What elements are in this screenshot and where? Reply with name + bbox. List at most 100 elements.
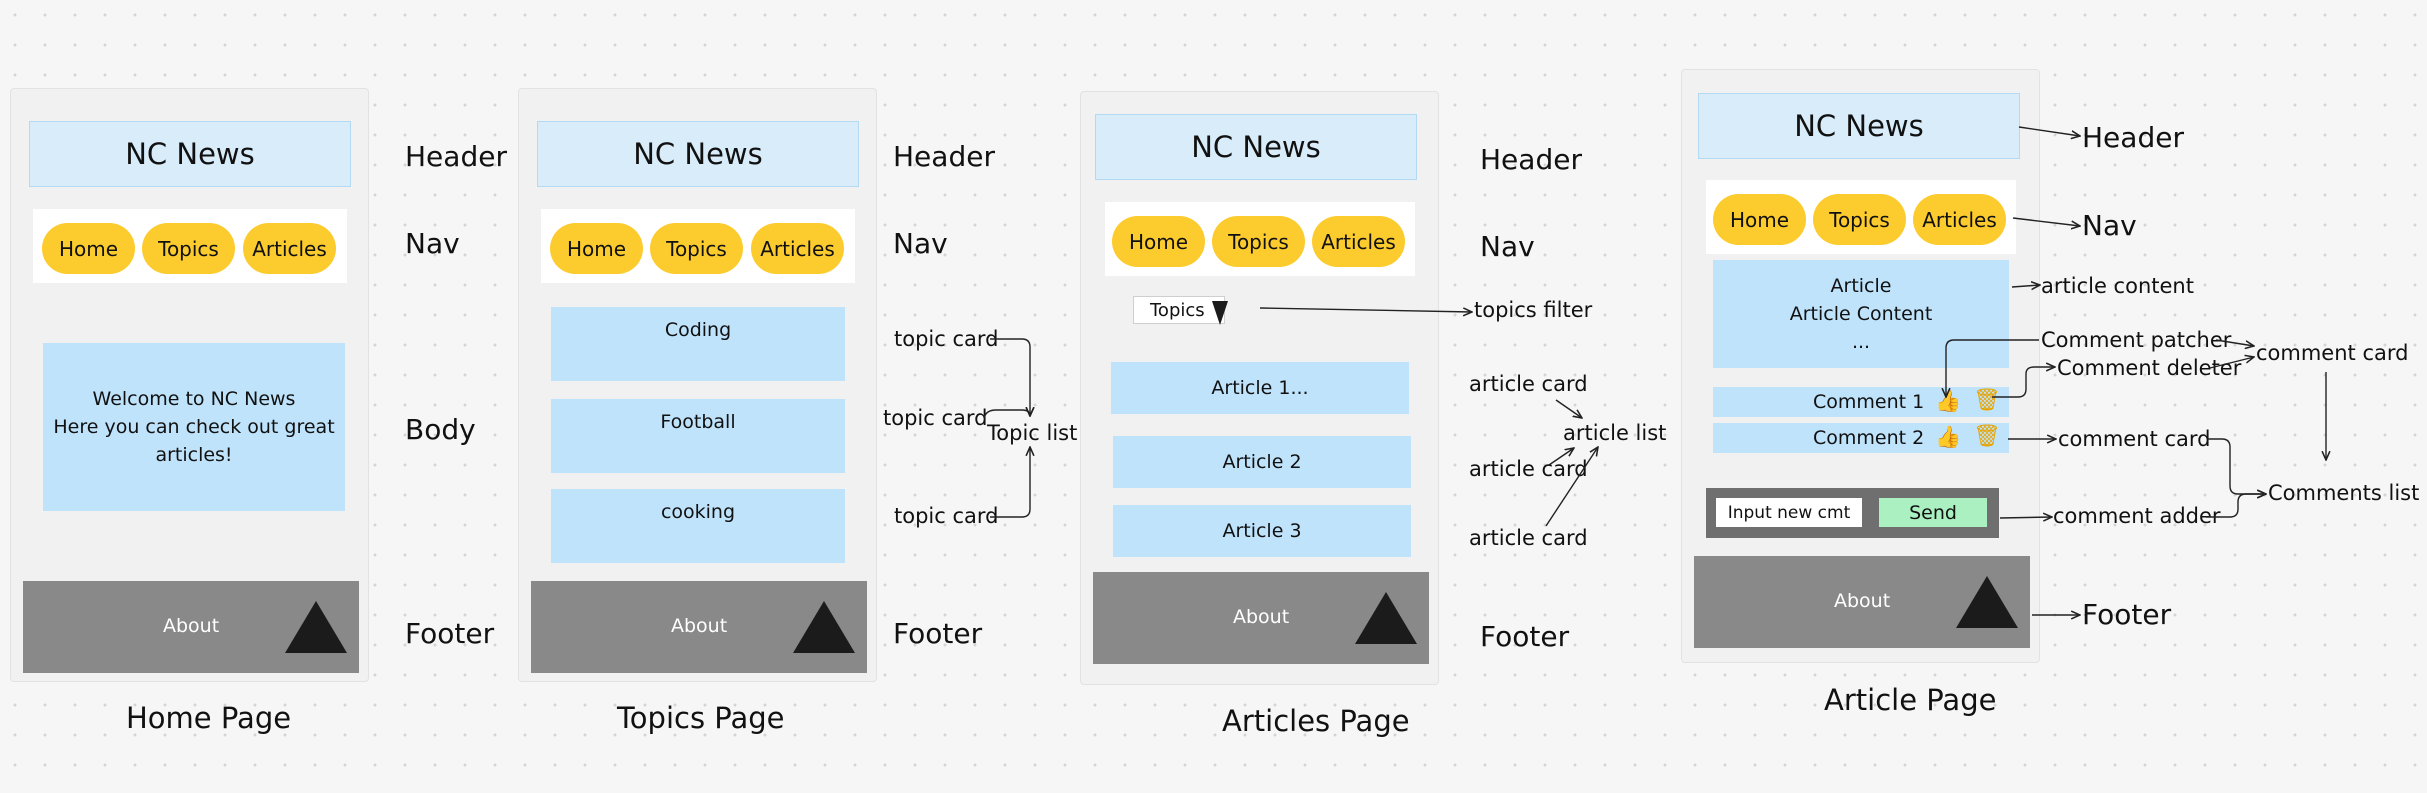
article-page-frame: NC News Home Topics Articles Article Art… [1681,69,2040,663]
arrow-header [2018,126,2080,136]
article-card-3[interactable]: Article 3 [1113,505,1411,557]
send-button[interactable]: Send [1879,498,1987,527]
topics-nav-articles-button[interactable]: Articles [751,223,844,274]
home-nav-topics-button[interactable]: Topics [142,223,235,274]
arrow-topic-card-3 [990,447,1030,518]
home-caption: Home Page [126,701,292,735]
topics-page-frame: NC News Home Topics Articles Coding Foot… [518,88,877,682]
topics-filter-dropdown[interactable]: Topics [1133,296,1228,325]
home-nav: Home Topics Articles [33,209,347,283]
arrow-deleter-to-card [2209,357,2254,369]
arrow-topic-card-2 [983,410,1030,419]
topics-header: NC News [537,121,859,187]
home-label-footer: Footer [405,617,495,650]
articles-footer-about-link[interactable]: About [1233,606,1290,628]
article-header: NC News [1698,93,2020,159]
comment-text-2: Comment 2 [1813,427,1925,449]
article-label-comment-card-top: comment card [2256,341,2409,365]
home-body-line-1: Welcome to NC News [92,388,296,410]
arrow-article-card-3 [1545,447,1598,527]
home-footer: About [23,581,359,673]
home-nav-articles-button[interactable]: Articles [243,223,336,274]
home-page-frame: NC News Home Topics Articles Welcome to … [10,88,369,682]
triangle-up-icon [1956,576,2018,628]
triangle-up-icon [793,601,855,653]
topic-card-cooking[interactable]: cooking [551,489,845,563]
article-content-ellipsis: ... [1851,331,1871,353]
article-nav-articles-button[interactable]: Articles [1913,194,2006,245]
arrow-article-card-1 [1555,399,1582,418]
topic-card-coding[interactable]: Coding [551,307,845,381]
topics-footer: About [531,581,867,673]
articles-label-topics-filter: topics filter [1474,298,1593,322]
articles-label-footer: Footer [1480,620,1570,653]
home-header: NC News [29,121,351,187]
arrow-topic-card-1 [990,338,1030,416]
topics-label-topic-list: Topic list [987,421,1078,445]
arrow-article-card-2 [1548,448,1574,466]
article-label-nav: Nav [2082,209,2137,242]
arrow-comment-adder [1999,517,2052,518]
article-nav-home-button[interactable]: Home [1713,194,1806,245]
new-comment-input[interactable]: Input new cmt [1716,498,1862,527]
article-label-article-content: article content [2041,274,2194,298]
home-label-nav: Nav [405,227,460,260]
articles-nav-articles-button[interactable]: Articles [1312,216,1405,267]
arrow-comment-deleter [1992,367,2055,398]
article-nav: Home Topics Articles [1706,180,2016,254]
article-nav-topics-button[interactable]: Topics [1813,194,1906,245]
triangle-down-icon [1212,301,1228,325]
home-body: Welcome to NC News Here you can check ou… [43,343,345,511]
article-card-1[interactable]: Article 1... [1111,362,1409,414]
article-card-2[interactable]: Article 2 [1113,436,1411,488]
home-label-header: Header [405,140,507,173]
article-label-comment-adder: comment adder [2053,504,2221,528]
topics-nav-topics-button[interactable]: Topics [650,223,743,274]
articles-label-header: Header [1480,143,1582,176]
topics-label-topic-card-1: topic card [894,327,999,351]
topics-label-nav: Nav [893,227,948,260]
arrow-nav [2012,217,2080,226]
home-footer-about-link[interactable]: About [163,615,220,637]
topics-nav: Home Topics Articles [541,209,855,283]
comment-text-1: Comment 1 [1813,391,1925,413]
articles-page-frame: NC News Home Topics Articles Topics Arti… [1080,91,1439,685]
articles-footer: About [1093,572,1429,664]
trash-icon[interactable]: 🗑 [1973,388,2001,413]
topics-label-topic-card-3: topic card [894,504,999,528]
home-label-body: Body [405,413,476,446]
articles-nav: Home Topics Articles [1105,202,1415,276]
articles-nav-topics-button[interactable]: Topics [1212,216,1305,267]
home-nav-home-button[interactable]: Home [42,223,135,274]
comment-adder: Input new cmt Send [1706,488,1999,538]
comment-card-2: Comment 2 👍 🗑 [1713,423,2009,453]
articles-caption: Articles Page [1222,704,1410,738]
article-content-title: Article [1830,275,1892,297]
article-footer: About [1694,556,2030,648]
thumbs-up-icon[interactable]: 👍 [1935,425,1962,449]
topics-label-footer: Footer [893,617,983,650]
articles-header: NC News [1095,114,1417,180]
article-caption: Article Page [1824,683,1997,717]
triangle-up-icon [285,601,347,653]
article-footer-about-link[interactable]: About [1834,590,1891,612]
article-content-body: Article Content [1789,303,1933,325]
arrow-adder-to-list [2206,494,2266,518]
article-label-footer: Footer [2082,598,2172,631]
articles-label-nav: Nav [1480,230,1535,263]
home-body-line-2: Here you can check out great [53,416,335,438]
topic-card-football[interactable]: Football [551,399,845,473]
topics-label-topic-card-2: topic card [883,406,988,430]
home-body-line-3: articles! [155,444,233,466]
articles-label-article-card-3: article card [1469,526,1588,550]
triangle-up-icon [1355,592,1417,644]
topics-nav-home-button[interactable]: Home [550,223,643,274]
arrow-patcher-to-card [2215,339,2254,346]
articles-label-article-card-2: article card [1469,457,1588,481]
articles-nav-home-button[interactable]: Home [1112,216,1205,267]
trash-icon[interactable]: 🗑 [1973,424,2001,449]
arrow-topics-filter [1259,308,1472,312]
articles-label-article-card-1: article card [1469,372,1588,396]
topics-footer-about-link[interactable]: About [671,615,728,637]
